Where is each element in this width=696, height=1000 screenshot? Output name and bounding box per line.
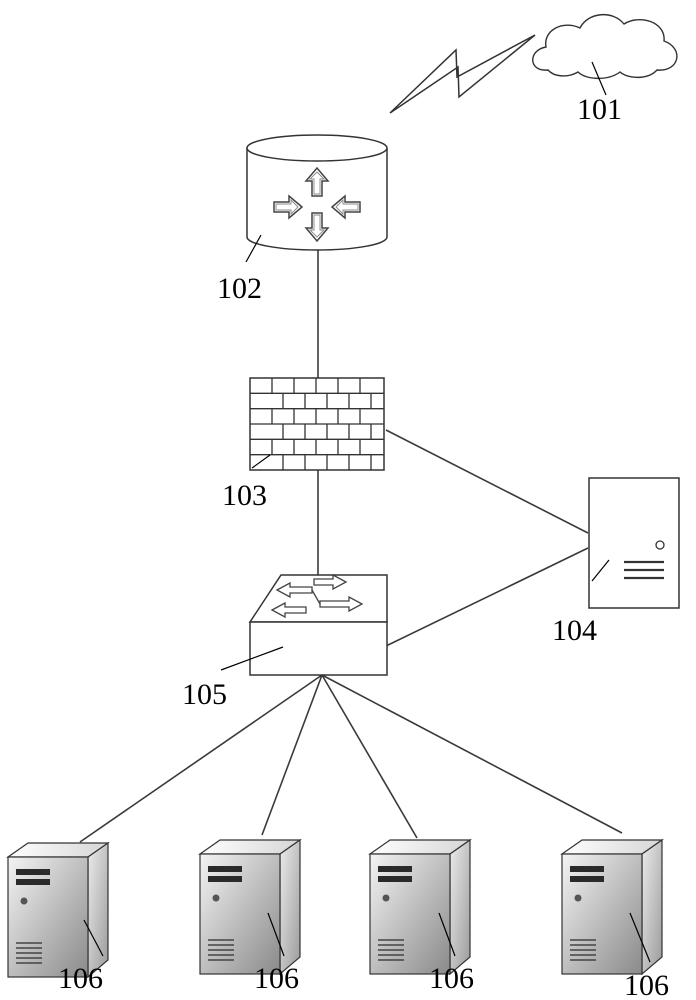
pc-tower-icon-3 (369, 839, 471, 975)
label-leader-102 (245, 234, 262, 263)
label-103: 103 (222, 479, 267, 512)
label-105: 105 (182, 678, 227, 711)
label-106-2: 106 (254, 962, 299, 995)
link-switch-server (385, 547, 589, 647)
label-leader-106-3 (438, 912, 456, 957)
firewall-icon (249, 377, 385, 471)
wireless-link-icon (389, 34, 536, 114)
link-firewall-server (385, 429, 589, 534)
label-leader-106-4 (629, 912, 651, 963)
label-leader-106-2 (267, 912, 285, 957)
label-101: 101 (577, 93, 622, 126)
router-icon (246, 134, 388, 251)
link-switch-pc3 (321, 674, 418, 839)
label-leader-101 (591, 61, 607, 96)
label-106-3: 106 (429, 962, 474, 995)
link-switch-pc1 (79, 674, 323, 843)
link-switch-pc2 (261, 674, 323, 836)
label-leader-106-1 (83, 919, 104, 957)
firewall-bricks (250, 378, 384, 470)
link-switch-pc4 (321, 674, 623, 834)
label-102: 102 (217, 272, 262, 305)
cloud-icon (532, 14, 678, 80)
label-leader-103 (251, 454, 271, 469)
server-icon (588, 477, 680, 609)
label-leader-105 (220, 646, 284, 671)
pc-tower-icon-2 (199, 839, 301, 975)
label-106-4: 106 (624, 969, 669, 1000)
label-106-1: 106 (58, 962, 103, 995)
label-leader-104 (591, 559, 610, 582)
label-104: 104 (552, 614, 597, 647)
pc-tower-icon-1 (7, 842, 109, 978)
switch-icon (248, 573, 388, 676)
